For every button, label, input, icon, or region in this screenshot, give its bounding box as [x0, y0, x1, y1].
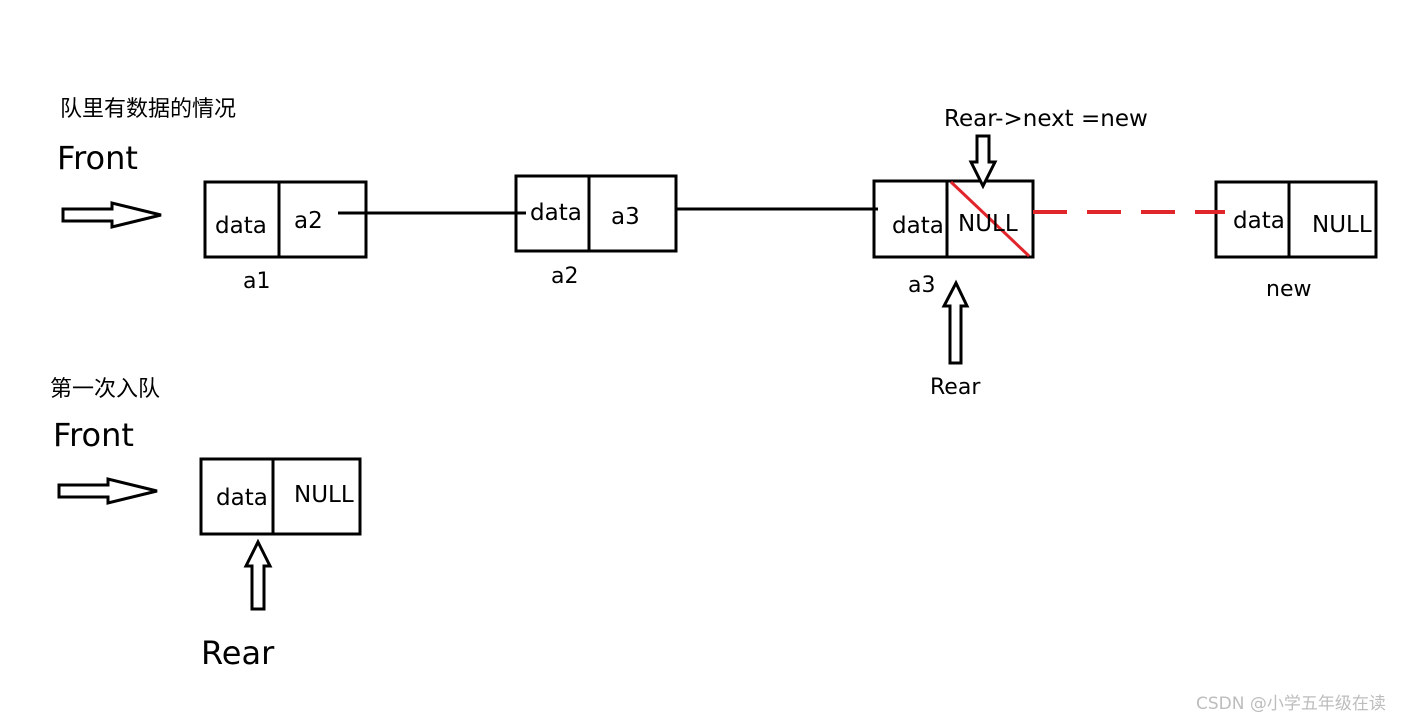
first-node-data: data: [216, 485, 268, 511]
rear-arrow-top: [941, 279, 970, 365]
first-node-box: [199, 457, 362, 536]
node-a2-data: data: [530, 200, 582, 226]
node-a1-box: [203, 180, 368, 259]
node-a2-next: a3: [611, 204, 640, 230]
node-a3-name: a3: [908, 273, 936, 298]
node-a2-name: a2: [551, 264, 579, 289]
node-a3-box: [872, 179, 1035, 259]
front-arrow-bottom: [57, 477, 158, 505]
rear-arrow-bottom: [243, 538, 273, 611]
front-label-top: Front: [57, 139, 138, 177]
front-arrow-top: [61, 201, 162, 229]
node-a3-next: NULL: [958, 211, 1018, 237]
top-heading: 队里有数据的情况: [60, 97, 237, 122]
rear-label-top: Rear: [930, 375, 981, 400]
node-a1-next: a2: [294, 208, 323, 234]
watermark: CSDN @小学五年级在读: [1196, 694, 1386, 714]
node-new-data: data: [1233, 208, 1285, 234]
node-new-name: new: [1266, 277, 1312, 302]
front-label-bottom: Front: [53, 416, 134, 454]
node-new-next: NULL: [1312, 212, 1372, 238]
node-new-box: [1214, 180, 1378, 259]
node-a1-name: a1: [243, 269, 271, 294]
rear-next-annotation: Rear->next =new: [944, 106, 1148, 132]
node-a1-data: data: [215, 213, 267, 239]
bottom-heading: 第一次入队: [50, 377, 161, 402]
rear-next-down-arrow: [968, 134, 998, 190]
null-strike-line: [949, 180, 1031, 258]
rear-label-bottom: Rear: [201, 634, 275, 672]
first-node-next: NULL: [294, 482, 354, 508]
node-a3-data: data: [892, 213, 944, 239]
